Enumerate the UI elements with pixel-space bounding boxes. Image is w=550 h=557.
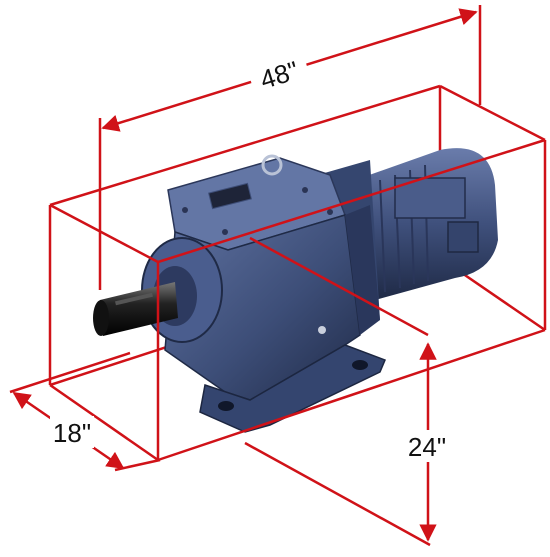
depth-dimension (10, 353, 160, 470)
side-bolt (318, 326, 326, 334)
shaft-end (93, 300, 109, 336)
conduit-box (448, 222, 478, 252)
gear-motor (93, 148, 498, 432)
foot-hole (352, 360, 368, 370)
height-label: 24" (408, 432, 446, 462)
foot-hole (218, 401, 234, 411)
depth-label: 18" (53, 418, 91, 448)
